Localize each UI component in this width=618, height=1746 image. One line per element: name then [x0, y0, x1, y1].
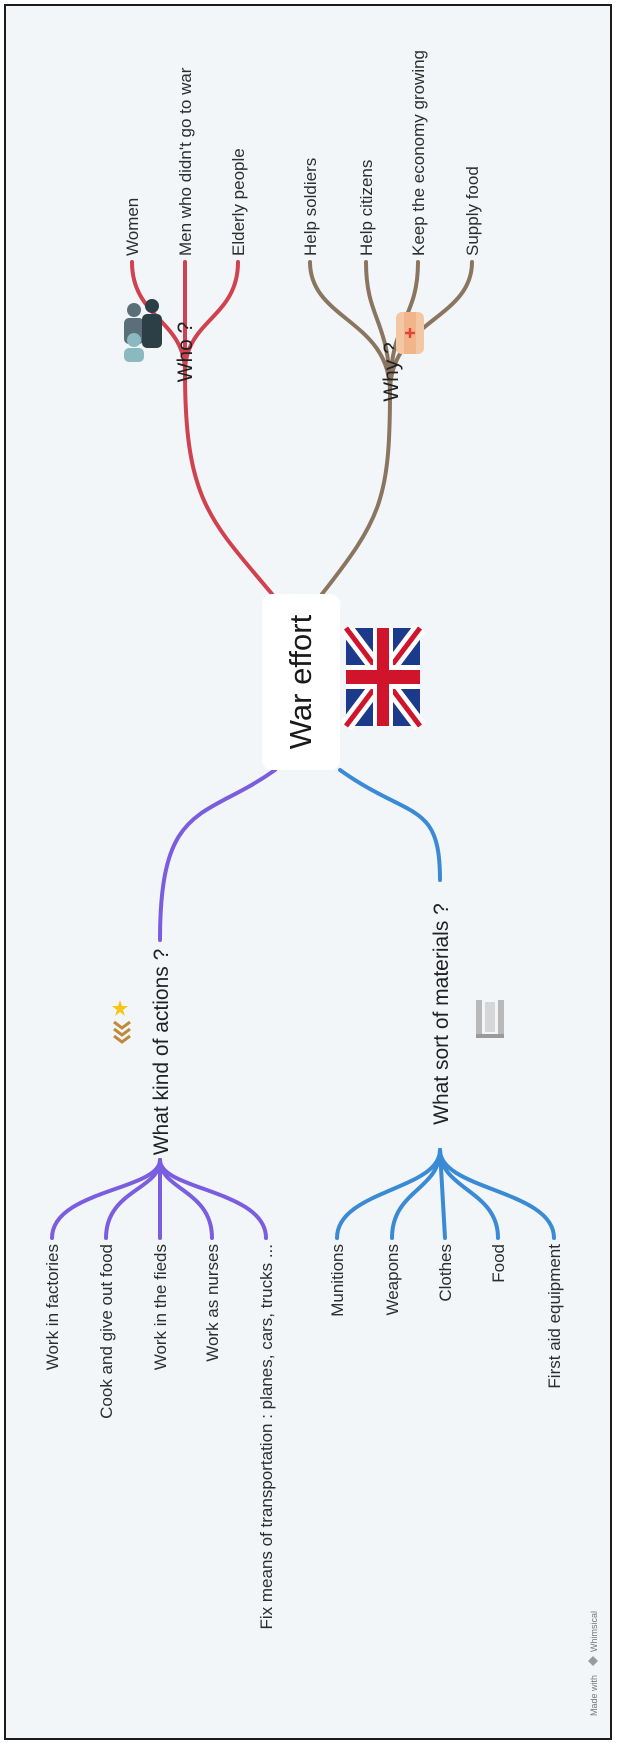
connector-why-to-help-soldiers [308, 260, 392, 394]
union-jack-flag-icon [340, 623, 426, 731]
materials-branch-label[interactable]: What sort of materials ? [430, 903, 453, 1125]
connector-materials-to-first-aid [438, 1148, 556, 1240]
who-branch-label[interactable]: Who ? [174, 322, 197, 383]
people-group-icon [124, 299, 162, 362]
medical-kit-icon [396, 312, 424, 354]
who-item-elderly[interactable]: Elderly people [229, 148, 248, 256]
actions-item-transport[interactable]: Fix means of transportation : planes, ca… [257, 1244, 276, 1630]
materials-item-weapons[interactable]: Weapons [383, 1244, 402, 1316]
actions-item-nurses[interactable]: Work as nurses [203, 1244, 222, 1362]
connector-center-to-actions [158, 768, 277, 942]
whimsical-logo-icon [588, 1656, 598, 1666]
connector-center-to-why [320, 390, 392, 596]
center-title: War effort [283, 614, 318, 749]
who-item-women[interactable]: Women [123, 198, 142, 256]
materials-item-clothes[interactable]: Clothes [436, 1244, 455, 1302]
connector-who-to-elderly [183, 260, 240, 374]
actions-branch-label[interactable]: What kind of actions ? [150, 949, 173, 1156]
footer-brand-text: Whimsical [589, 1611, 599, 1652]
why-item-help-citizens[interactable]: Help citizens [357, 160, 376, 256]
military-rank-icon [112, 1000, 131, 1044]
actions-item-cook[interactable]: Cook and give out food [97, 1244, 116, 1419]
footer-credit[interactable]: Made with Whimsical [588, 1611, 599, 1716]
diagram-frame [4, 4, 612, 1740]
why-item-economy[interactable]: Keep the economy growing [409, 50, 428, 256]
connector-materials-to-clothes [438, 1148, 447, 1240]
materials-connectors [335, 768, 556, 1240]
connector-actions-to-factories [50, 1158, 162, 1240]
connector-materials-to-munitions [335, 1148, 442, 1240]
materials-item-food[interactable]: Food [489, 1244, 508, 1283]
connector-why-to-supply-food [388, 260, 474, 394]
actions-item-factories[interactable]: Work in factories [43, 1244, 62, 1370]
ammunition-shells-icon [476, 1000, 504, 1038]
actions-item-fields[interactable]: Work in the fieds [151, 1244, 170, 1370]
why-connectors [308, 260, 474, 596]
connector-materials-to-food [438, 1148, 500, 1240]
connector-materials-to-weapons [390, 1148, 442, 1240]
connector-actions-to-transport [158, 1158, 268, 1240]
why-item-help-soldiers[interactable]: Help soldiers [301, 158, 320, 256]
actions-connectors [50, 768, 277, 1240]
who-item-men[interactable]: Men who didn't go to war [176, 67, 195, 256]
connector-center-to-materials [338, 768, 442, 882]
center-node[interactable] [262, 594, 340, 770]
materials-item-munitions[interactable]: Munitions [328, 1244, 347, 1317]
footer-credit-text: Made with [589, 1675, 599, 1716]
why-branch-label[interactable]: Why ? [380, 342, 403, 402]
connector-actions-to-cook [104, 1158, 162, 1240]
materials-item-first-aid[interactable]: First aid equipment [545, 1244, 564, 1389]
why-item-supply-food[interactable]: Supply food [463, 166, 482, 256]
connector-center-to-who [183, 370, 274, 596]
